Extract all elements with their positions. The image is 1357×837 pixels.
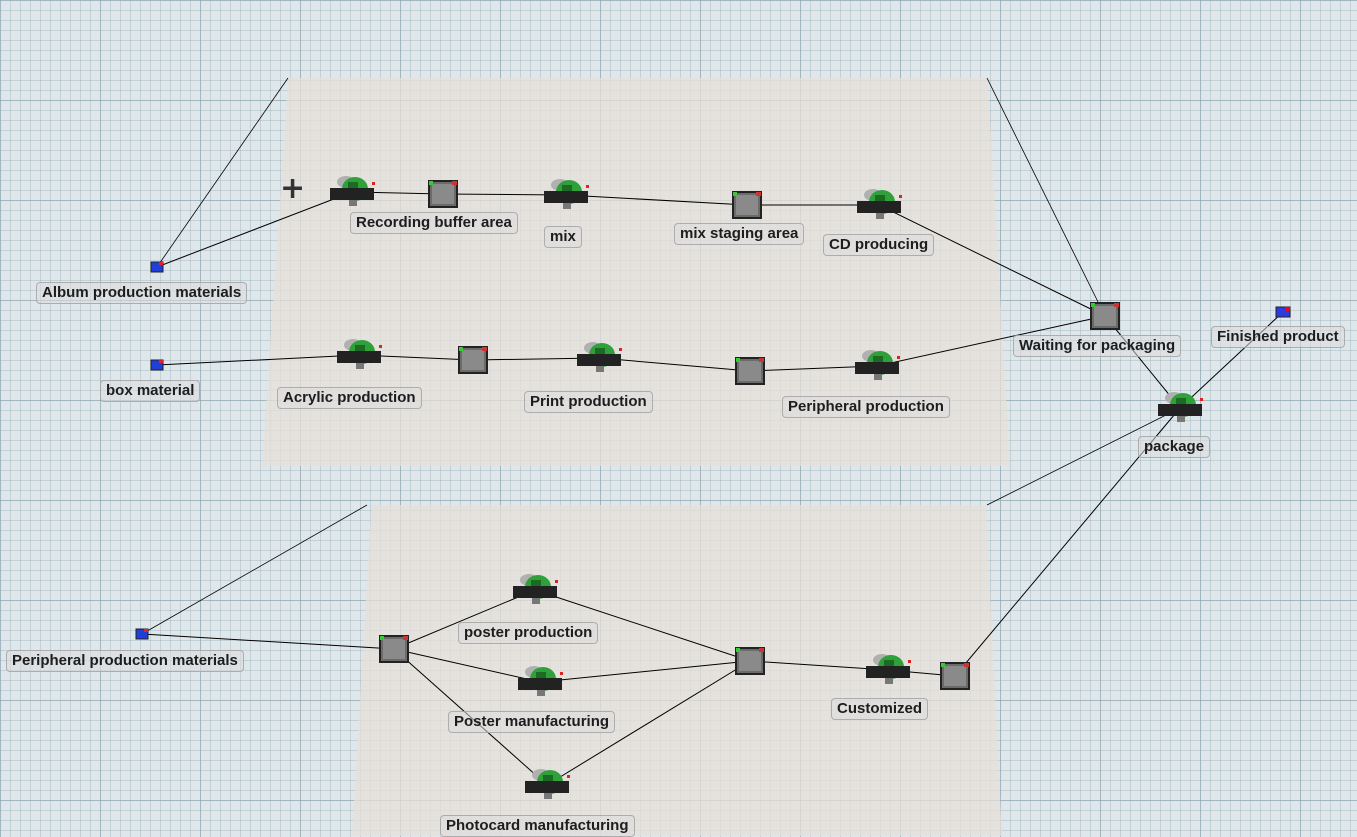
processor-icon[interactable] <box>330 176 375 206</box>
label-box-material[interactable]: box material <box>100 380 201 402</box>
queue-icon[interactable] <box>428 180 458 208</box>
queue-icon[interactable] <box>735 357 765 385</box>
sink-icon[interactable] <box>1275 306 1291 318</box>
connector-line <box>156 354 360 366</box>
label-peripheral-production-materials[interactable]: Peripheral production materials <box>6 650 244 672</box>
processor-icon[interactable] <box>577 342 622 372</box>
label-package[interactable]: package <box>1138 436 1211 458</box>
connector-line <box>141 633 395 650</box>
label-acrylic-production[interactable]: Acrylic production <box>277 387 422 409</box>
label-recording-buffer-area[interactable]: Recording buffer area <box>350 212 518 234</box>
label-poster-manufacturing[interactable]: Poster manufacturing <box>448 711 616 733</box>
queue-icon[interactable] <box>732 191 762 219</box>
connector-line <box>539 660 751 683</box>
processor-icon[interactable] <box>866 654 911 684</box>
processor-icon[interactable] <box>513 574 558 604</box>
floor-link-line <box>986 407 1181 506</box>
label-cd-producing[interactable]: CD producing <box>823 234 935 256</box>
processor-icon[interactable] <box>525 769 570 799</box>
label-print-production[interactable]: Print production <box>524 391 653 413</box>
move-cursor-icon: + <box>280 171 306 206</box>
connector-line <box>878 204 1106 317</box>
model-objects <box>135 176 1291 799</box>
queue-icon[interactable] <box>940 662 970 690</box>
floor-link-line <box>141 504 368 635</box>
label-photocard-manufacturing[interactable]: Photocard manufacturing <box>440 815 635 837</box>
queue-icon[interactable] <box>1090 302 1120 330</box>
label-album-production-materials[interactable]: Album production materials <box>36 282 248 304</box>
queue-icon[interactable] <box>458 346 488 374</box>
label-waiting-for-packaging[interactable]: Waiting for packaging <box>1013 335 1182 357</box>
label-customized[interactable]: Customized <box>831 698 929 720</box>
connector-line <box>156 191 353 268</box>
connector-line <box>565 194 748 206</box>
floor-link-line <box>156 77 289 268</box>
connector-line <box>393 589 536 650</box>
source-icon[interactable] <box>150 359 164 371</box>
label-mix[interactable]: mix <box>544 226 582 248</box>
label-poster-production[interactable]: poster production <box>458 622 599 644</box>
queue-icon[interactable] <box>735 647 765 675</box>
connector-line <box>546 660 751 786</box>
processor-icon[interactable] <box>855 350 900 380</box>
connector-line <box>393 648 541 683</box>
floor-link-line <box>986 77 1106 317</box>
source-icon[interactable] <box>150 261 164 273</box>
connector-line <box>1104 315 1181 409</box>
label-finished-product[interactable]: Finished product <box>1211 326 1345 348</box>
processor-icon[interactable] <box>337 339 382 369</box>
label-mix-staging-area[interactable]: mix staging area <box>674 223 805 245</box>
processor-icon[interactable] <box>544 179 589 209</box>
connector-line <box>534 589 751 662</box>
processor-icon[interactable] <box>518 666 563 696</box>
processor-icon[interactable] <box>1158 392 1203 422</box>
processor-icon[interactable] <box>857 189 902 219</box>
connector-lines <box>141 77 1284 786</box>
source-icon[interactable] <box>135 628 149 640</box>
connector-line <box>876 315 1106 367</box>
queue-icon[interactable] <box>379 635 409 663</box>
label-peripheral-production[interactable]: Peripheral production <box>782 396 950 418</box>
connector-line <box>598 357 751 372</box>
connector-line <box>749 660 889 671</box>
